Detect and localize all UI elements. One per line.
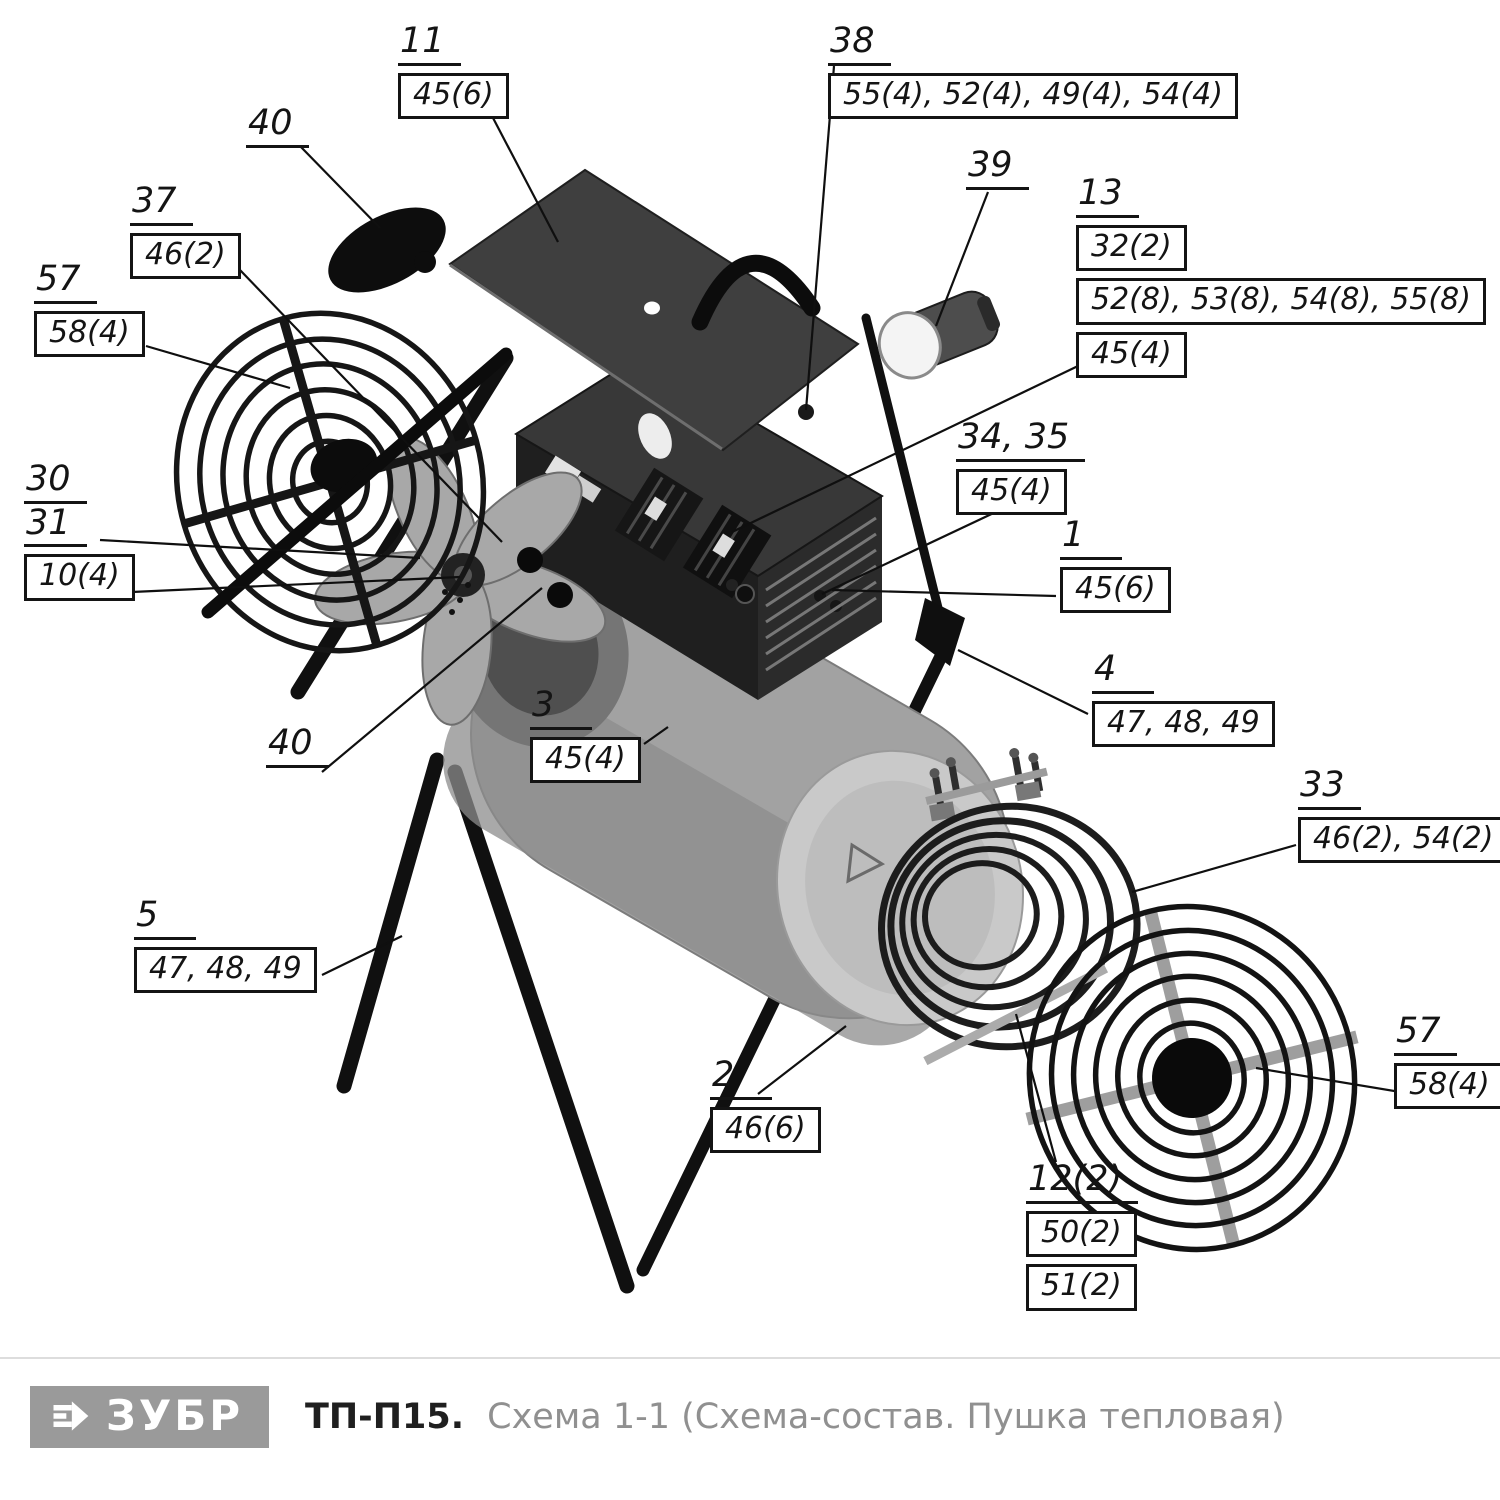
callout-34-35: 34, 35 45(4) bbox=[956, 418, 1086, 515]
callout-3: 3 45(4) bbox=[530, 686, 641, 783]
callout-number: 57 bbox=[34, 260, 97, 304]
panel-screw bbox=[798, 404, 814, 420]
callout-box: 47, 48, 49 bbox=[134, 946, 317, 993]
callout-57-left: 57 58(4) bbox=[34, 260, 145, 357]
callout-box: 46(2) bbox=[130, 232, 241, 279]
callout-number: 31 bbox=[24, 503, 87, 547]
callout-number: 37 bbox=[130, 182, 193, 226]
callout-box: 45(6) bbox=[398, 72, 509, 119]
callout-40-top: 40 bbox=[246, 104, 309, 148]
callout-box: 46(6) bbox=[710, 1106, 821, 1153]
callout-number: 2 bbox=[710, 1056, 772, 1100]
leader-lines bbox=[99, 65, 1401, 1163]
callout-13: 13 32(2) 52(8), 53(8), 54(8), 55(8) 45(4… bbox=[1076, 174, 1486, 378]
footer: ЗУБР ТП-П15. Схема 1-1 (Схема-состав. Пу… bbox=[30, 1386, 1285, 1448]
callout-33: 33 46(2), 54(2) bbox=[1298, 766, 1500, 863]
diagram-title: ТП-П15. Схема 1-1 (Схема-состав. Пушка т… bbox=[305, 1397, 1285, 1437]
carry-handle bbox=[691, 255, 821, 331]
callout-box: 50(2) bbox=[1026, 1210, 1137, 1257]
callout-number: 30 bbox=[24, 460, 87, 504]
footer-divider bbox=[0, 1357, 1500, 1359]
callout-box: 52(8), 53(8), 54(8), 55(8) bbox=[1076, 278, 1486, 325]
callout-box: 45(4) bbox=[1076, 331, 1187, 378]
callout-4: 4 47, 48, 49 bbox=[1092, 650, 1275, 747]
callout-box: 58(4) bbox=[34, 310, 145, 357]
warning-triangle-mark bbox=[846, 842, 886, 884]
rubber-cap bbox=[328, 207, 446, 293]
callout-number: 3 bbox=[530, 686, 592, 730]
callout-1: 1 45(6) bbox=[1060, 516, 1171, 613]
model-number: ТП-П15. bbox=[305, 1397, 465, 1437]
callout-57-right: 57 58(4) bbox=[1394, 1012, 1500, 1109]
callout-number: 13 bbox=[1076, 174, 1139, 218]
callout-number: 40 bbox=[246, 104, 309, 148]
callout-number: 33 bbox=[1298, 766, 1361, 810]
callout-box: 10(4) bbox=[24, 554, 135, 601]
callout-number: 39 bbox=[966, 146, 1029, 190]
callout-37: 37 46(2) bbox=[130, 182, 241, 279]
callout-38: 38 55(4), 52(4), 49(4), 54(4) bbox=[828, 22, 1238, 119]
callout-39: 39 bbox=[966, 146, 1029, 190]
callout-number: 11 bbox=[398, 22, 461, 66]
callout-box: 47, 48, 49 bbox=[1092, 700, 1275, 747]
zubr-logo: ЗУБР bbox=[30, 1386, 270, 1448]
callout-number: 38 bbox=[828, 22, 891, 66]
contactor-2 bbox=[682, 504, 772, 599]
left-fan-guard bbox=[173, 310, 513, 654]
callout-box: 46(2), 54(2) bbox=[1298, 816, 1500, 863]
callout-12: 12(2) 50(2) 51(2) bbox=[1026, 1160, 1139, 1311]
callout-number: 40 bbox=[266, 724, 329, 768]
callout-number: 1 bbox=[1060, 516, 1122, 560]
callout-box: 55(4), 52(4), 49(4), 54(4) bbox=[828, 72, 1238, 119]
callout-box: 45(4) bbox=[956, 468, 1067, 515]
top-cover-panel bbox=[448, 168, 860, 452]
callout-box: 58(4) bbox=[1394, 1062, 1500, 1109]
zubr-logo-icon bbox=[53, 1401, 89, 1431]
callout-number: 4 bbox=[1092, 650, 1154, 694]
scheme-subtitle: Схема 1-1 (Схема-состав. Пушка тепловая) bbox=[487, 1397, 1285, 1437]
callout-number: 34, 35 bbox=[956, 418, 1086, 462]
zubr-logo-text: ЗУБР bbox=[106, 1391, 244, 1440]
callout-box: 45(6) bbox=[1060, 566, 1171, 613]
callout-30-31: 30 31 10(4) bbox=[24, 460, 135, 601]
callout-box: 51(2) bbox=[1026, 1264, 1137, 1311]
contactor-1 bbox=[614, 467, 704, 562]
callout-box: 45(4) bbox=[530, 736, 641, 783]
guard-mount-bar bbox=[201, 347, 513, 619]
callout-5: 5 47, 48, 49 bbox=[134, 896, 317, 993]
right-fan-guard bbox=[1025, 903, 1359, 1253]
callout-2: 2 46(6) bbox=[710, 1056, 821, 1153]
callout-number: 5 bbox=[134, 896, 196, 940]
power-plug bbox=[877, 290, 1001, 380]
body-knobs bbox=[442, 547, 573, 615]
callout-number: 12(2) bbox=[1026, 1160, 1139, 1204]
callout-11: 11 45(6) bbox=[398, 22, 509, 119]
callout-40-lower: 40 bbox=[266, 724, 329, 768]
callout-box: 32(2) bbox=[1076, 224, 1187, 271]
stand-bracket bbox=[915, 598, 965, 666]
callout-number: 57 bbox=[1394, 1012, 1457, 1056]
